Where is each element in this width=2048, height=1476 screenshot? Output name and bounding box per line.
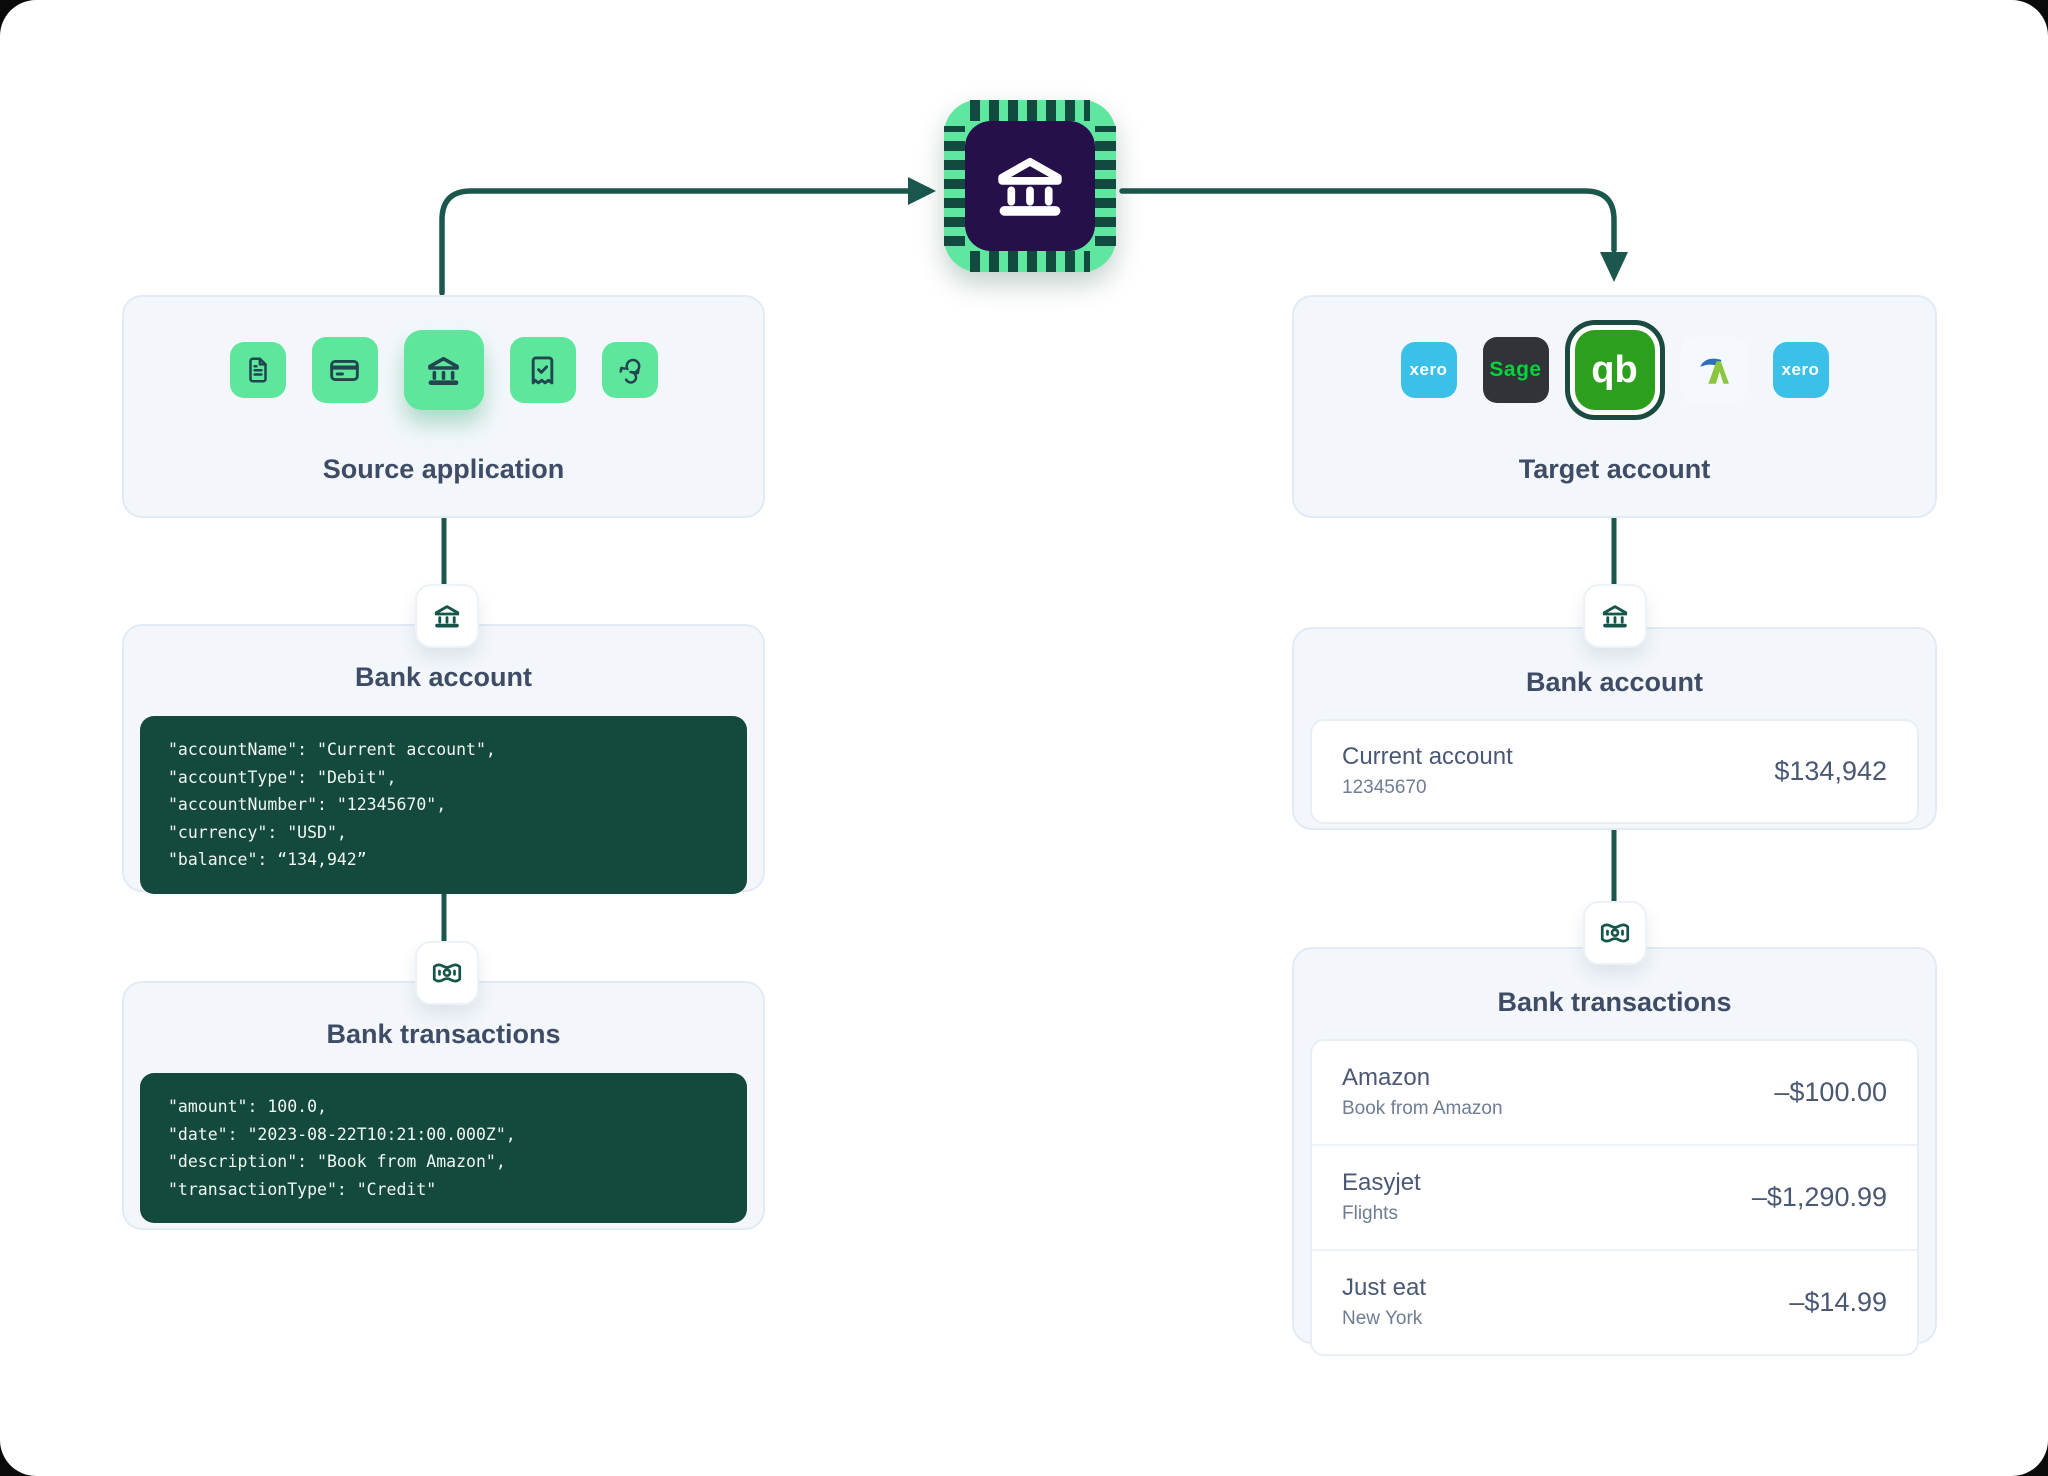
xero-logo-tile-2: xero bbox=[1772, 342, 1829, 398]
banknote-badge-right bbox=[1583, 901, 1647, 965]
target-account-card: xero Sage qb xero Target account bbox=[1292, 295, 1937, 518]
xero-logo-tile: xero bbox=[1400, 342, 1457, 398]
chip-pins-right bbox=[1095, 125, 1116, 247]
credit-card-tile bbox=[311, 337, 378, 403]
code-line: "date": "2023-08-22T10:21:00.000Z", bbox=[168, 1124, 516, 1144]
banknote-icon bbox=[432, 963, 462, 983]
transaction-row: Amazon Book from Amazon –$100.00 bbox=[1312, 1041, 1917, 1144]
freeagent-logo-icon bbox=[1699, 358, 1729, 384]
target-bank-transactions-card: Bank transactions Amazon Book from Amazo… bbox=[1292, 947, 1937, 1356]
quickbooks-logo-label: qb bbox=[1591, 348, 1638, 391]
freeagent-logo-tile bbox=[1680, 337, 1747, 403]
file-document-tile bbox=[229, 342, 286, 398]
currency-exchange-icon bbox=[619, 358, 640, 384]
arrow-source-to-chip bbox=[439, 188, 911, 296]
bank-tile bbox=[403, 330, 484, 410]
account-info: Current account 12345670 bbox=[1342, 742, 1513, 801]
arrow-chip-to-target bbox=[1119, 188, 1617, 253]
code-line: "description": "Book from Amazon", bbox=[168, 1152, 506, 1171]
transaction-description: New York bbox=[1342, 1308, 1423, 1329]
chip-core bbox=[965, 121, 1095, 251]
transaction-merchant: Easyjet bbox=[1342, 1169, 1421, 1196]
account-summary-box: Current account 12345670 $134,942 bbox=[1310, 719, 1919, 824]
target-card-title: Target account bbox=[1518, 454, 1711, 484]
source-card-title: Source application bbox=[322, 454, 565, 484]
credit-card-icon bbox=[330, 359, 359, 381]
account-number: 12345670 bbox=[1342, 777, 1427, 798]
bank-badge-left bbox=[415, 584, 479, 648]
transaction-amount: –$1,290.99 bbox=[1751, 1182, 1887, 1212]
code-line: "accountNumber": "12345670", bbox=[168, 795, 447, 814]
account-row: Current account 12345670 $134,942 bbox=[1312, 721, 1917, 822]
transaction-row: Easyjet Flights –$1,290.99 bbox=[1312, 1144, 1917, 1249]
source-bank-account-title: Bank account bbox=[354, 662, 533, 692]
source-bank-transactions-card: Bank transactions "amount": 100.0, "date… bbox=[122, 981, 765, 1230]
target-bank-transactions-title: Bank transactions bbox=[1497, 987, 1732, 1017]
receipt-check-icon bbox=[531, 356, 554, 384]
account-balance: $134,942 bbox=[1774, 756, 1887, 786]
account-name: Current account bbox=[1342, 743, 1513, 770]
chip-pins-bottom bbox=[969, 251, 1091, 272]
code-line: "transactionType": "Credit" bbox=[168, 1179, 437, 1199]
transaction-info: Just eat New York bbox=[1342, 1273, 1426, 1332]
code-line: "amount": 100.0, bbox=[168, 1097, 327, 1116]
file-document-icon bbox=[248, 357, 267, 383]
code-line: "accountType": "Debit", bbox=[168, 767, 397, 787]
bank-icon bbox=[434, 605, 460, 628]
source-bank-account-card: Bank account "accountName": "Current acc… bbox=[122, 624, 765, 894]
transaction-amount: –$14.99 bbox=[1789, 1287, 1887, 1317]
transactions-list: Amazon Book from Amazon –$100.00 Easyjet… bbox=[1310, 1039, 1919, 1356]
transaction-amount: –$100.00 bbox=[1774, 1077, 1887, 1107]
source-bank-transactions-title: Bank transactions bbox=[326, 1019, 561, 1049]
xero-logo-label: xero bbox=[1409, 360, 1448, 379]
target-bank-account-card: Bank account Current account 12345670 $1… bbox=[1292, 627, 1937, 830]
code-line: "balance": “134,942” bbox=[168, 850, 367, 869]
target-logo-row: xero Sage qb xero bbox=[1400, 330, 1829, 410]
arrowhead-right bbox=[908, 177, 936, 205]
source-application-card: Source application bbox=[122, 295, 765, 518]
chip-pins-top bbox=[969, 100, 1091, 121]
target-bank-account-title: Bank account bbox=[1525, 667, 1704, 697]
bank-account-code-block: "accountName": "Current account", "accou… bbox=[140, 716, 747, 894]
sage-logo-tile: Sage bbox=[1482, 337, 1549, 403]
receipt-check-tile bbox=[509, 337, 576, 403]
bank-transactions-code-block: "amount": 100.0, "date": "2023-08-22T10:… bbox=[140, 1073, 747, 1223]
transaction-merchant: Amazon bbox=[1342, 1064, 1431, 1091]
bank-feed-chip bbox=[944, 100, 1116, 272]
transaction-info: Easyjet Flights bbox=[1342, 1168, 1421, 1227]
transaction-merchant: Just eat bbox=[1342, 1274, 1427, 1301]
transaction-info: Amazon Book from Amazon bbox=[1342, 1063, 1503, 1122]
code-line: "currency": "USD", bbox=[168, 822, 347, 842]
chip-pins-left bbox=[944, 125, 965, 247]
arrowhead-down bbox=[1600, 252, 1628, 282]
sage-logo-label: Sage bbox=[1489, 358, 1542, 381]
banknote-icon bbox=[1600, 923, 1630, 943]
transaction-description: Book from Amazon bbox=[1342, 1098, 1503, 1119]
currency-exchange-tile bbox=[601, 342, 658, 398]
bank-icon bbox=[1602, 605, 1628, 628]
bank-icon bbox=[428, 356, 459, 385]
bank-icon bbox=[998, 157, 1062, 216]
source-icon-row bbox=[229, 330, 658, 410]
quickbooks-logo-tile-selected: qb bbox=[1574, 330, 1655, 410]
banknote-badge-left bbox=[415, 941, 479, 1005]
transaction-row: Just eat New York –$14.99 bbox=[1312, 1249, 1917, 1354]
transaction-description: Flights bbox=[1342, 1203, 1398, 1224]
code-line: "accountName": "Current account", bbox=[168, 740, 496, 759]
xero-logo-label-2: xero bbox=[1781, 360, 1820, 379]
bank-badge-right bbox=[1583, 584, 1647, 648]
